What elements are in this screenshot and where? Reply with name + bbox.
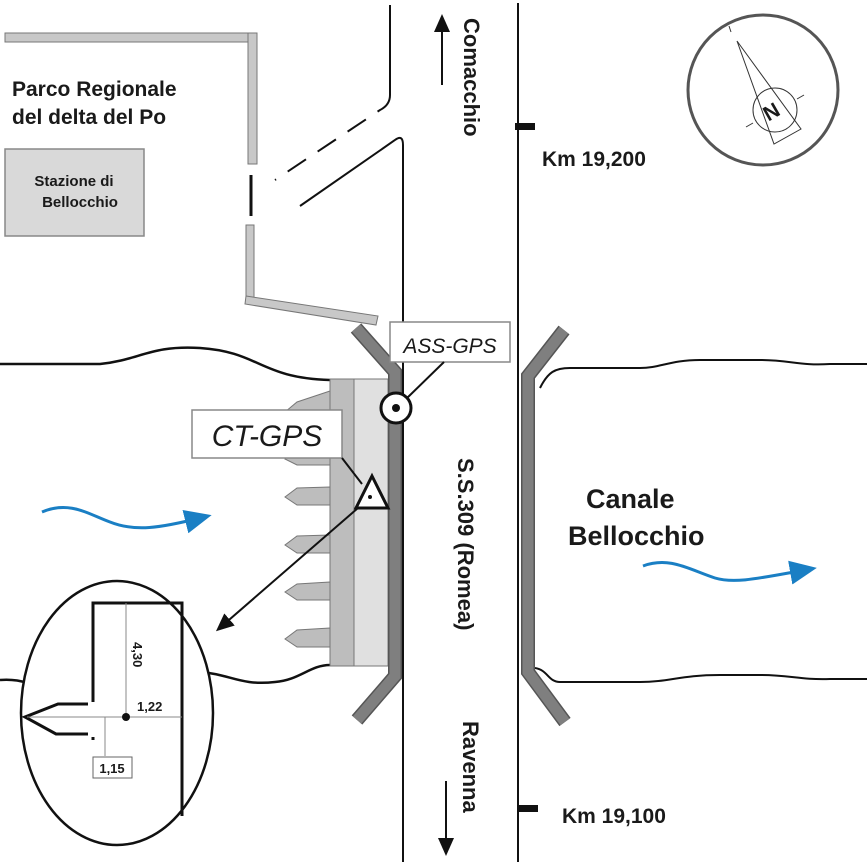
ct-gps-instrument — [191, 409, 391, 632]
ass-gps-instrument — [379, 321, 511, 425]
detail-offset-left-label: 1,15 — [99, 761, 124, 776]
park-name-line1: Parco Regionale — [12, 78, 177, 101]
canal-bank-south-east — [534, 667, 867, 683]
ct-gps-label-box — [191, 409, 343, 459]
canal-name-line2: Bellocchio — [568, 521, 705, 551]
canal-name-line1: Canale — [586, 484, 675, 514]
ct-gps-leader — [341, 457, 363, 485]
ass-gps-label-box — [389, 321, 511, 363]
ct-gps-marker-icon — [353, 472, 391, 510]
guard-rail-east — [522, 326, 570, 726]
detail-point — [122, 713, 130, 721]
km-marker-north — [515, 123, 535, 130]
detail-height-label: 4,30 — [130, 642, 145, 667]
park-wall-right-lower — [245, 224, 255, 304]
abutment-deck — [353, 378, 389, 667]
compass-ring — [686, 13, 840, 167]
pile-3 — [284, 486, 331, 506]
park-wall-diagonal — [244, 295, 379, 326]
ass-gps-leader — [404, 361, 445, 401]
ass-gps-label: ASS-GPS — [401, 335, 496, 358]
guard-rail-east-outline — [521, 325, 571, 727]
south-direction-label: Ravenna — [458, 721, 483, 813]
pile-6 — [284, 627, 331, 648]
station-box — [4, 148, 145, 237]
park-boundary — [4, 32, 379, 326]
access-road-solid — [299, 136, 404, 322]
station-name-line2: Bellocchio — [42, 194, 118, 211]
park-wall-top — [4, 32, 258, 43]
detail-inset — [19, 579, 215, 847]
ass-gps-marker-dot — [392, 404, 400, 412]
station-name-line1: Stazione di — [34, 173, 113, 190]
guard-rails — [350, 323, 571, 727]
km-marker-south — [518, 805, 538, 812]
detail-offset-right-label: 1,22 — [137, 699, 162, 714]
park-name-line2: del delta del Po — [12, 106, 166, 129]
north-direction-label: Comacchio — [459, 18, 484, 137]
detail-offset-left-box — [92, 756, 133, 779]
flow-arrow-east-icon — [642, 560, 817, 585]
compass-hub — [752, 87, 798, 133]
km-north-label: Km 19,200 — [542, 148, 646, 171]
ct-gps-label: CT-GPS — [212, 420, 323, 453]
detail-wall-outline — [91, 601, 184, 816]
ct-gps-marker-dot — [368, 495, 372, 499]
detail-ellipse — [19, 579, 215, 847]
access-road-dashed — [274, 94, 391, 181]
canal-bank-north-west — [0, 346, 331, 382]
flow-arrow-west-icon — [41, 506, 212, 534]
road-name-label: S.S.309 (Romea) — [453, 458, 478, 630]
park-wall-right-upper — [247, 32, 258, 165]
detail-pile-outline — [21, 702, 93, 736]
detail-pointer-arrow-icon — [215, 507, 359, 632]
pile-4 — [284, 534, 331, 554]
compass-needle-icon — [736, 40, 802, 145]
pile-5 — [284, 581, 331, 601]
km-south-label: Km 19,100 — [562, 805, 666, 828]
guard-rail-west — [351, 324, 401, 724]
canal-bank-north-east — [539, 359, 867, 389]
north-compass — [686, 13, 840, 167]
